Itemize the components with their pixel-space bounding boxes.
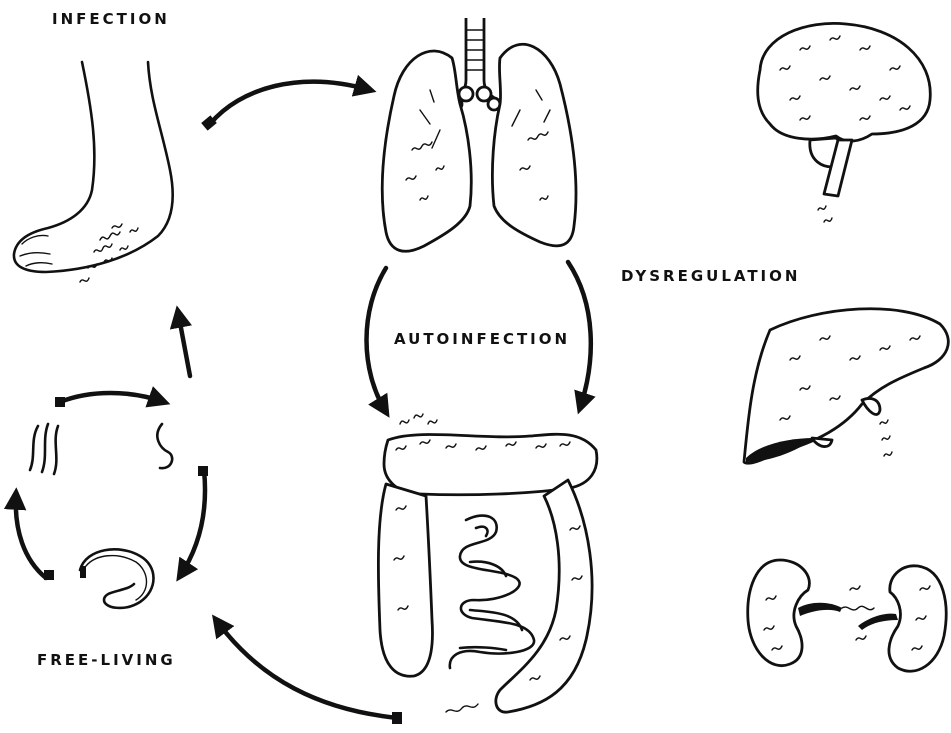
intestines-illustration bbox=[378, 414, 597, 712]
arrow-foot-to-lungs bbox=[210, 82, 370, 124]
infection-label: INFECTION bbox=[52, 10, 170, 28]
arrow-larvae-to-worm bbox=[180, 470, 205, 576]
dysregulation-label: DYSREGULATION bbox=[621, 267, 800, 285]
brain-illustration bbox=[758, 23, 931, 222]
adult-worm-illustration bbox=[80, 549, 154, 608]
arrow-lungs-to-intestines bbox=[367, 268, 387, 412]
foot-illustration bbox=[14, 62, 173, 282]
autoinfection-label: AUTOINFECTION bbox=[394, 330, 570, 348]
arrow-intestines-to-free-living bbox=[216, 620, 398, 718]
larvae-illustration bbox=[30, 424, 172, 474]
arrow-lungs-right-arc bbox=[568, 262, 591, 408]
kidneys-illustration bbox=[748, 560, 946, 671]
arrow-larvae-to-larvae bbox=[60, 393, 164, 402]
lungs-illustration bbox=[382, 18, 576, 251]
liver-illustration bbox=[744, 309, 948, 464]
arrow-worm-to-larvae bbox=[16, 494, 46, 578]
free-living-label: FREE-LIVING bbox=[37, 651, 176, 669]
arrow-free-living-to-infection bbox=[178, 312, 190, 376]
